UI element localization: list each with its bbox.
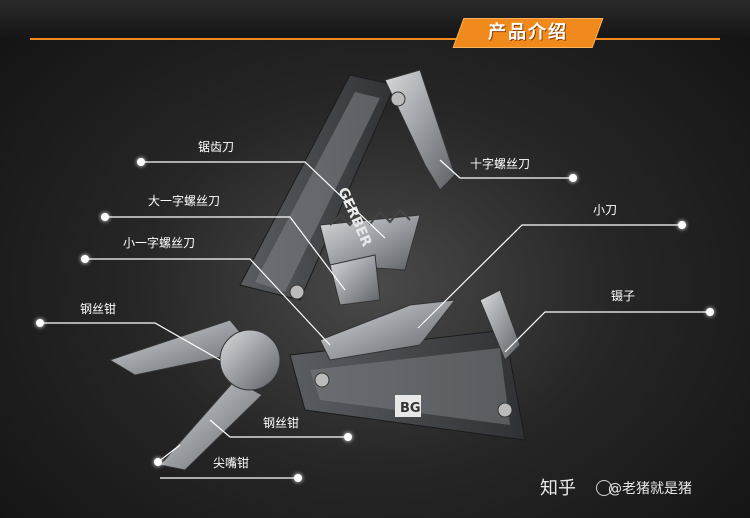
- label-tweezers: 镊子: [611, 289, 636, 303]
- upper-handle-inlay: [255, 92, 380, 292]
- leader-phillips: [439, 159, 573, 179]
- plier-jaw-lower: [159, 379, 263, 471]
- screw: [289, 284, 305, 300]
- screw: [497, 402, 513, 418]
- leader-big-flat: [105, 216, 346, 291]
- dot-knife: [678, 221, 686, 229]
- label-phillips: 十字螺丝刀: [470, 157, 531, 171]
- watermark-site: 知乎: [540, 478, 576, 499]
- dot-small-flat: [81, 255, 89, 263]
- dot-saw: [137, 158, 145, 166]
- big-flat-screwdriver: [329, 254, 381, 306]
- label-big-flat: 大一字螺丝刀: [148, 194, 221, 208]
- top-accent-line: [30, 38, 720, 40]
- phillips-screwdriver: [384, 69, 456, 191]
- tweezers: [479, 289, 521, 361]
- leader-wire-cutter-2: [209, 419, 348, 438]
- label-wire-cutter: 钢丝钳: [80, 302, 117, 316]
- label-needle-nose: 尖嘴钳: [213, 456, 250, 470]
- leader-wire-cutter: [40, 322, 221, 361]
- small-knife: [319, 299, 457, 361]
- leader-small-flat: [85, 258, 331, 346]
- label-wire-cutter-2: 钢丝钳: [263, 416, 300, 430]
- dot-wire-cutter-2: [344, 433, 352, 441]
- screw: [390, 91, 406, 107]
- screw: [314, 372, 330, 388]
- dot-needle-nose-b: [294, 474, 302, 482]
- plier-pivot: [219, 329, 281, 391]
- bg-logo-text: BG: [400, 401, 421, 416]
- leader-knife: [417, 224, 682, 329]
- bg-logo-box: [395, 395, 421, 417]
- page-title: 产品介绍: [488, 22, 568, 43]
- leader-needle-nose-a: [157, 444, 181, 463]
- dot-phillips: [569, 174, 577, 182]
- dot-wire-cutter: [36, 319, 44, 327]
- dot-big-flat: [101, 213, 109, 221]
- label-small-flat: 小一字螺丝刀: [123, 236, 196, 250]
- dot-needle-nose: [154, 458, 162, 466]
- watermark-logo-icon: [596, 480, 612, 496]
- leader-tweezers: [504, 311, 710, 353]
- lower-handle-inlay: [310, 348, 510, 425]
- top-bar: [0, 0, 750, 38]
- leader-saw: [141, 161, 386, 239]
- dot-tweezers: [706, 308, 714, 316]
- label-saw: 锯齿刀: [198, 140, 235, 154]
- leader-lines: [40, 159, 710, 479]
- label-knife: 小刀: [593, 203, 618, 217]
- watermark-author: @老猪就是猪: [608, 481, 692, 497]
